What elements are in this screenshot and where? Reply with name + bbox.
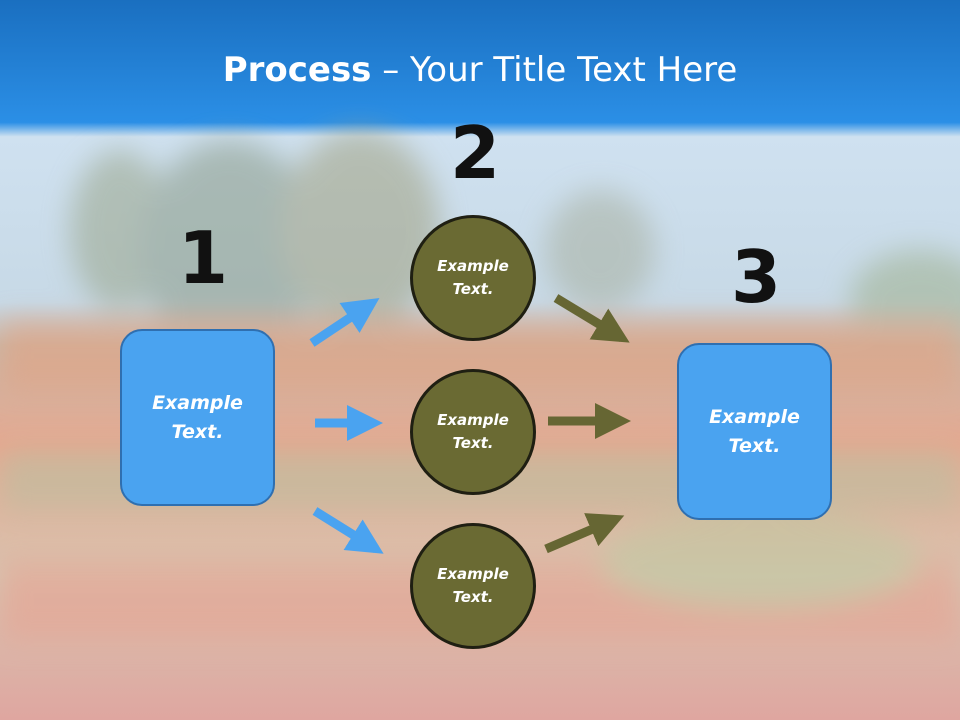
circle-middle-text: Example Text. [437, 411, 509, 452]
step-number-1: 1 [178, 216, 229, 300]
step-2-circle-middle: Example Text. [410, 369, 536, 495]
step-1-box: Example Text. [120, 329, 275, 506]
title-rest: – Your Title Text Here [371, 50, 738, 90]
arrow-olive-down [553, 294, 630, 343]
step-number-3: 3 [731, 235, 782, 319]
arrow-blue-down [312, 507, 384, 554]
slide-title: Process – Your Title Text Here [0, 50, 960, 90]
arrow-olive-up [544, 513, 625, 554]
step-number-2: 2 [450, 111, 501, 195]
title-bold: Process [222, 50, 372, 90]
circle-bottom-text: Example Text. [437, 565, 509, 606]
step-2-circle-bottom: Example Text. [410, 523, 536, 649]
circle-top-text: Example Text. [437, 257, 509, 298]
arrow-blue-up [309, 298, 380, 347]
step-2-circle-top: Example Text. [410, 215, 536, 341]
step-1-box-text: Example Text. [152, 391, 243, 443]
step-3-box: Example Text. [677, 343, 832, 520]
step-3-box-text: Example Text. [709, 405, 800, 457]
